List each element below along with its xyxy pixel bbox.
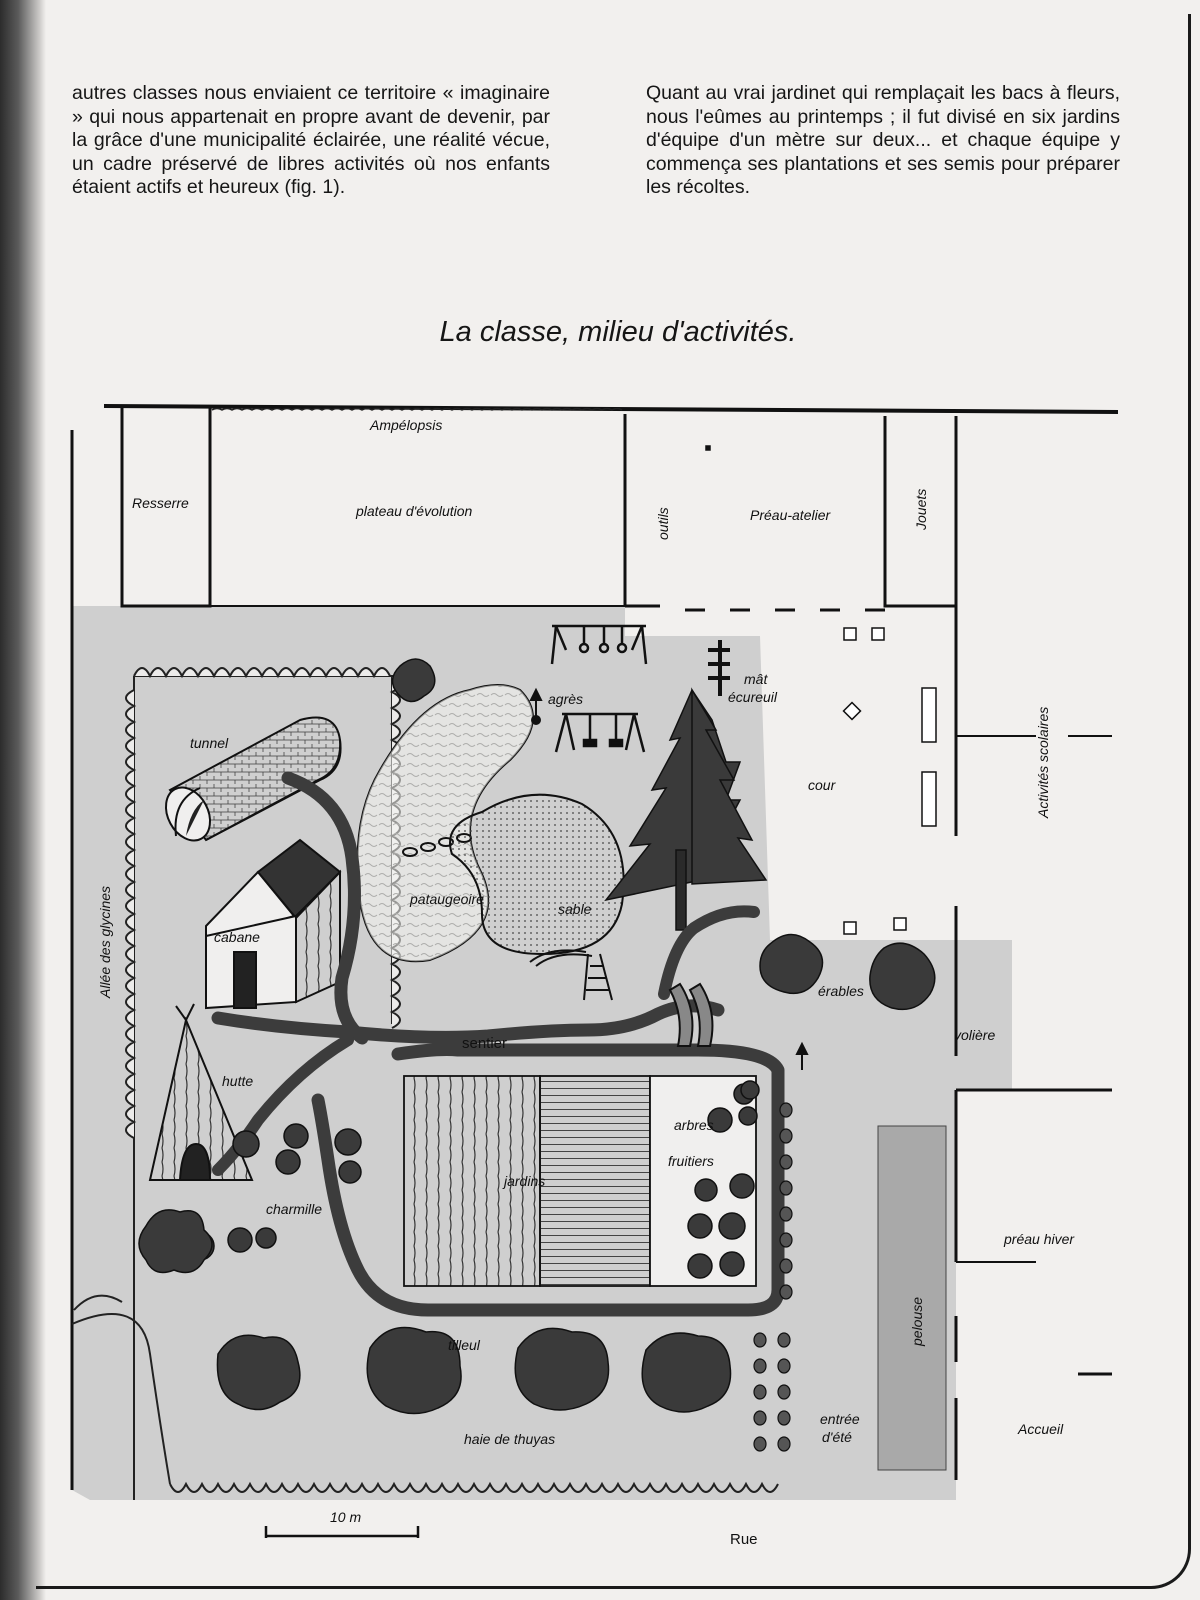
thuja-hedge-scallops (73, 1294, 779, 1493)
label-pataugeoire: pataugeoire (409, 891, 484, 907)
label-cour: cour (808, 777, 837, 793)
ampelopsis-vine (211, 407, 623, 411)
label-charmille: charmille (266, 1201, 322, 1217)
text-column-right: Quant au vrai jardinet qui remplaçait le… (646, 82, 1120, 198)
sandpit (449, 793, 625, 956)
swings (554, 712, 646, 753)
lawn (877, 1125, 947, 1471)
label-pelouse: pelouse (909, 1297, 925, 1347)
direction-arrow (529, 687, 543, 725)
label-tunnel: tunnel (190, 735, 229, 751)
figure-caption: La classe, milieu d'activités. (439, 316, 797, 348)
label-cabane: cabane (214, 929, 260, 945)
fir-tree (604, 687, 768, 931)
trees (138, 658, 936, 1415)
label-activites-scolaires: Activités scolaires (1035, 707, 1051, 819)
label-sentier: sentier (462, 1035, 507, 1052)
label-allee-glycines: Allée des glycines (97, 886, 113, 999)
label-resserre: Resserre (132, 495, 189, 511)
paddling-pool-water (357, 685, 533, 962)
label-haie-thuyas: haie de thuyas (464, 1431, 555, 1447)
label-plateau: plateau d'évolution (355, 503, 473, 519)
label-tilleul: tilleul (448, 1337, 481, 1353)
label-hutte: hutte (222, 1073, 253, 1089)
label-fruitiers: fruitiers (668, 1153, 714, 1169)
label-rue: Rue (730, 1531, 758, 1548)
label-voliere: volière (954, 1027, 995, 1043)
hut (148, 1003, 254, 1181)
label-scale: 10 m (330, 1509, 361, 1525)
label-mat: mât (744, 671, 768, 687)
label-preau-hiver: préau hiver (1003, 1231, 1075, 1247)
page-frame (36, 14, 1191, 1589)
footpath (211, 771, 785, 1317)
label-agres: agrès (548, 691, 583, 707)
book-spine (0, 0, 46, 1600)
tunnel (164, 716, 342, 842)
label-preau-atelier: Préau-atelier (750, 507, 831, 523)
gym-rings (550, 624, 648, 665)
label-ecureuil: écureuil (728, 689, 778, 705)
label-ampelopsis: Ampélopsis (369, 417, 442, 433)
courtyard-markers (705, 445, 937, 935)
thuja-hedge-arc (71, 1313, 171, 1485)
shrub-column (753, 1102, 793, 1452)
direction-arrow (795, 1041, 809, 1070)
scale-bar (264, 1526, 420, 1538)
label-sable: sable (558, 901, 592, 917)
label-jouets: Jouets (913, 489, 929, 531)
label-arbres: arbres (674, 1117, 714, 1133)
label-jardins: jardins (502, 1173, 545, 1189)
label-accueil: Accueil (1017, 1421, 1064, 1437)
label-entree: entrée (820, 1411, 860, 1427)
slide (529, 949, 613, 1001)
label-outils: outils (655, 507, 671, 540)
text-column-left: autres classes nous enviaient ce territo… (72, 82, 550, 198)
cabin (205, 838, 342, 1010)
climbing-pole (708, 640, 730, 696)
footbridge (668, 982, 714, 1047)
label-erables: érables (818, 983, 864, 999)
label-ete: d'été (822, 1429, 852, 1445)
